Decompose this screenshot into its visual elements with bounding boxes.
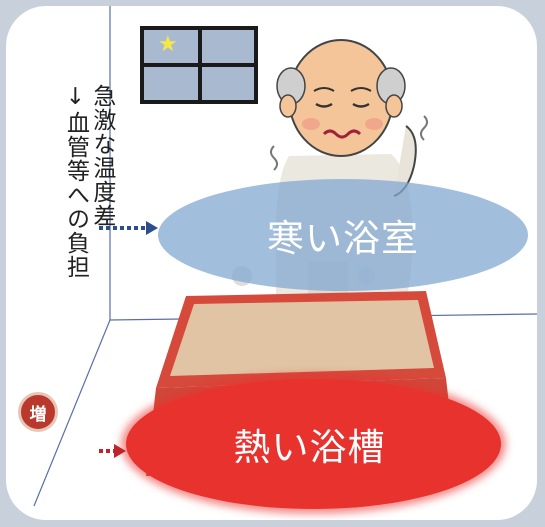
caption-line-2: ↓血管等への負担: [62, 84, 89, 279]
cold-bathroom-ellipse: 寒い浴室: [158, 179, 528, 291]
window: ★: [140, 26, 258, 104]
star-icon: ★: [158, 32, 178, 57]
caption-line-1: 急激な温度差: [88, 84, 115, 228]
hot-bathtub-ellipse: 熱い浴槽: [126, 379, 501, 509]
temperature-difference-caption: 急激な温度差 ↓血管等への負担: [62, 84, 115, 279]
increase-badge: 増: [18, 392, 58, 432]
cold-bathroom-label: 寒い浴室: [267, 217, 419, 260]
illustration-card: ★ 寒い浴室: [6, 6, 537, 520]
dotted-arrows: [97, 221, 158, 458]
hot-bathtub-label: 熱い浴槽: [233, 426, 386, 469]
